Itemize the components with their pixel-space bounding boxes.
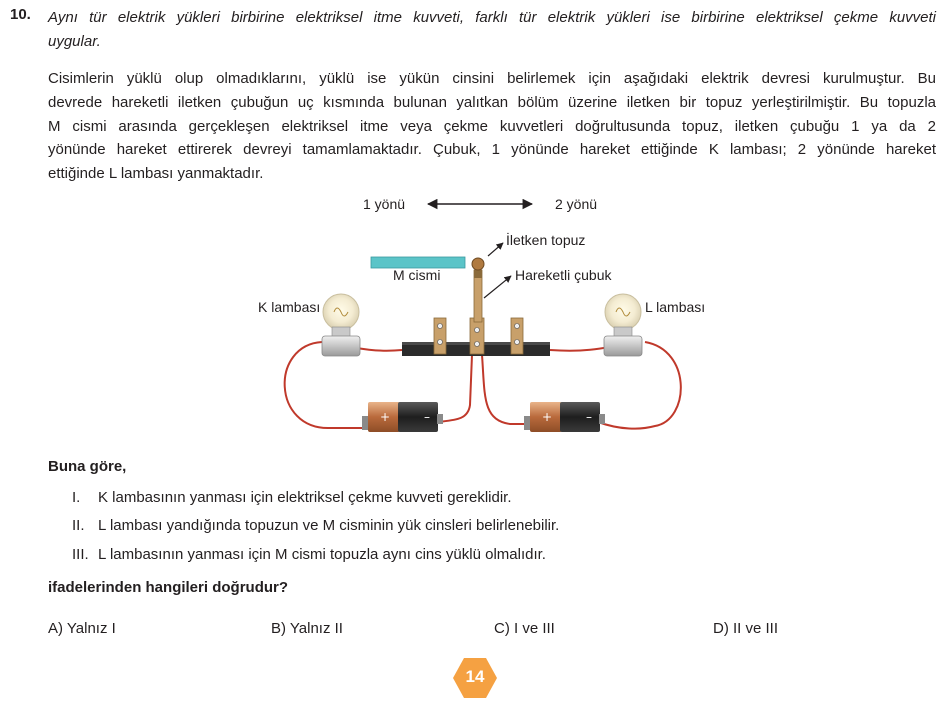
body-line: devrede hareketli iletken çubuğun uç kıs…: [48, 93, 936, 111]
svg-text:–: –: [424, 410, 430, 424]
statement-number: I.: [72, 489, 81, 506]
svg-text:+: +: [542, 410, 552, 424]
label-m-object: M cismi: [393, 267, 441, 283]
question-intro: Aynı tür elektrik yükleri birbirine elek…: [48, 6, 936, 54]
wires: [283, 341, 682, 430]
statement-iii: III. L lambasının yanması için M cismi to…: [72, 546, 546, 563]
page-number: 14: [465, 667, 485, 686]
option-c[interactable]: C) I ve III: [494, 620, 555, 637]
k-lamp: [321, 293, 361, 357]
conductive-knob: [471, 257, 485, 271]
question-ask: ifadelerinden hangileri doğrudur?: [48, 579, 289, 596]
svg-text:–: –: [586, 410, 592, 424]
label-l-lamp: L lambası: [645, 299, 706, 315]
label-direction-2: 2 yönü: [555, 196, 598, 212]
right-contact: [510, 317, 524, 355]
question-number: 10.: [10, 6, 31, 23]
question-body: Cisimlerin yüklü olup olmadıklarını, yük…: [48, 67, 936, 186]
body-line: M cismi arasında gerçekleşen elektriksel…: [48, 117, 936, 135]
label-moving-rod: Hareketli çubuk: [515, 267, 612, 283]
option-d[interactable]: D) II ve III: [713, 620, 779, 637]
right-battery: + –: [524, 402, 605, 432]
statement-text: L lambasının yanması için M cismi topuzl…: [98, 546, 546, 563]
m-object: [370, 256, 466, 269]
option-b[interactable]: B) Yalnız II: [271, 620, 343, 637]
body-line: Cisimlerin yüklü olup olmadıklarını, yük…: [48, 70, 936, 87]
svg-text:+: +: [380, 410, 390, 424]
intro-line-2: uygular.: [48, 33, 101, 50]
option-a[interactable]: A) Yalnız I: [48, 620, 116, 637]
statement-number: III.: [72, 546, 89, 563]
question-prompt: Buna göre,: [48, 458, 127, 475]
center-contact: [469, 317, 485, 355]
body-line: ettiğinde L lambası yanmaktadır.: [48, 165, 264, 183]
body-line: yönünde hareket ettirerek devreyi tamaml…: [48, 141, 936, 159]
l-lamp: [603, 293, 643, 357]
statement-number: II.: [72, 517, 85, 534]
label-k-lamp: K lambası: [258, 299, 321, 315]
statement-i: I. K lambasının yanması için elektriksel …: [72, 489, 512, 506]
page-number-badge: 14: [453, 657, 497, 699]
statement-text: K lambasının yanması için elektriksel çe…: [98, 489, 512, 506]
left-contact: [433, 317, 447, 355]
statement-text: L lambası yandığında topuzun ve M cismin…: [98, 517, 560, 534]
left-battery: + –: [362, 402, 443, 432]
statement-ii: II. L lambası yandığında topuzun ve M cis…: [72, 517, 559, 534]
intro-line-1: Aynı tür elektrik yükleri birbirine elek…: [48, 9, 936, 26]
label-conductive-knob: İletken topuz: [506, 232, 586, 248]
label-direction-1: 1 yönü: [363, 196, 406, 212]
